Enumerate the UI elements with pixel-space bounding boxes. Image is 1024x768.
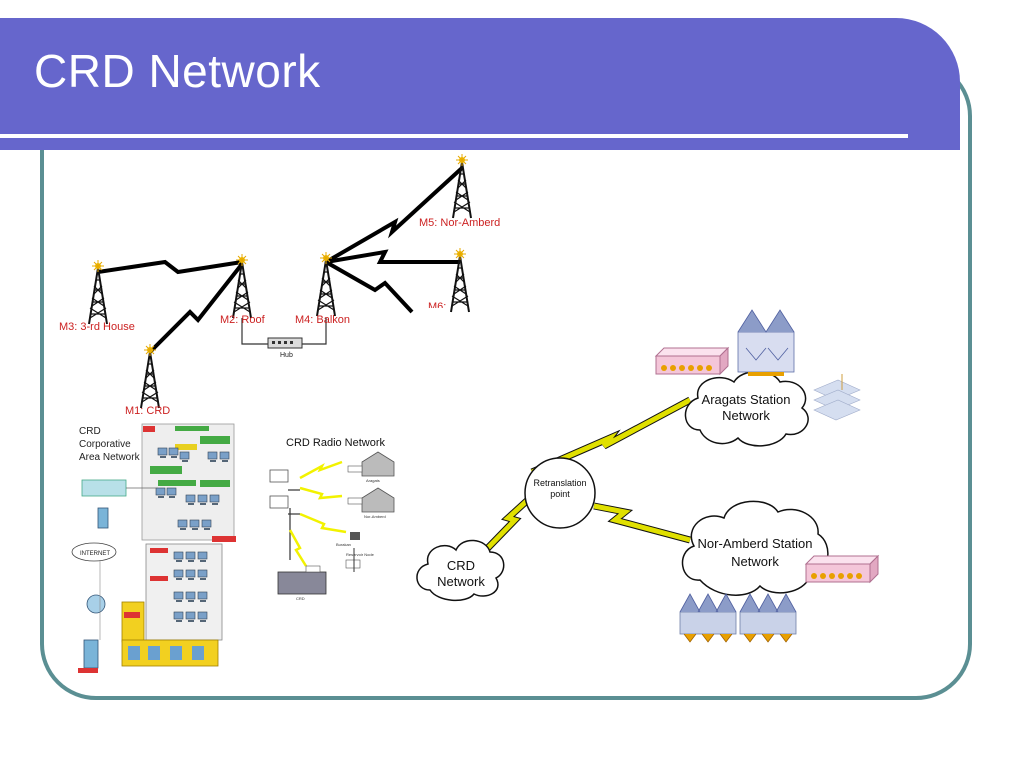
mast-m6-label-clip: M6: ... [428, 301, 459, 313]
mast-m1 [140, 343, 160, 409]
hub-connection [241, 318, 327, 349]
radio-label-crd: CRD [296, 596, 305, 601]
mast-m5 [452, 153, 472, 219]
page-title: CRD Network [34, 45, 321, 97]
corp-network-diagram: INTERNET [71, 423, 236, 673]
hub-label: Hub [280, 352, 293, 359]
radio-network-diagram: Aragats Nor-Amberd Burakan Reservoir Nod… [269, 451, 395, 601]
corp-network-label-1: CRD [79, 426, 101, 437]
retrans-label-2: point [550, 489, 570, 499]
crd-network-cloud [416, 539, 505, 602]
aragats-cloud [684, 370, 809, 447]
mast-m5-label: M5: Nor-Amberd [419, 217, 500, 229]
corp-network-label-3: Area Network [79, 452, 141, 463]
title-underline [0, 134, 908, 138]
mast-m1-label: M1: CRD [125, 405, 170, 417]
radio-label-burakan: Burakan [336, 542, 351, 547]
mast-m4-label: M4: Balkon [295, 314, 350, 326]
radio-label-aragats: Aragats [366, 478, 380, 483]
radio-label-reservoir: Reservoir Node [346, 552, 375, 557]
retrans-label-1: Retranslation [533, 478, 586, 488]
noramberd-label-1: Nor-Amberd Station [698, 536, 813, 551]
radio-label-noramberd: Nor-Amberd [364, 514, 386, 519]
crd-network-label-1: CRD [447, 558, 475, 573]
retranslation-node [524, 457, 596, 529]
crd-network-label-2: Network [437, 574, 485, 589]
mast-link-lines [97, 166, 464, 354]
mast-m6-label: M6: ... [428, 301, 459, 313]
aragats-equipment [655, 309, 861, 421]
mast-m2-label: M2: Roof [220, 314, 266, 326]
noramberd-label-2: Network [731, 554, 779, 569]
noramberd-cloud [681, 500, 829, 596]
radio-network-title: CRD Radio Network [286, 437, 386, 449]
aragats-label-1: Aragats Station [702, 392, 791, 407]
retrans-links [477, 396, 692, 559]
internet-label: INTERNET [80, 551, 110, 557]
corp-network-label-2: Corporative [79, 439, 131, 450]
aragats-label-2: Network [722, 408, 770, 423]
mast-m3-label: M3: 3-rd House [59, 321, 135, 333]
title-bar [0, 18, 960, 150]
